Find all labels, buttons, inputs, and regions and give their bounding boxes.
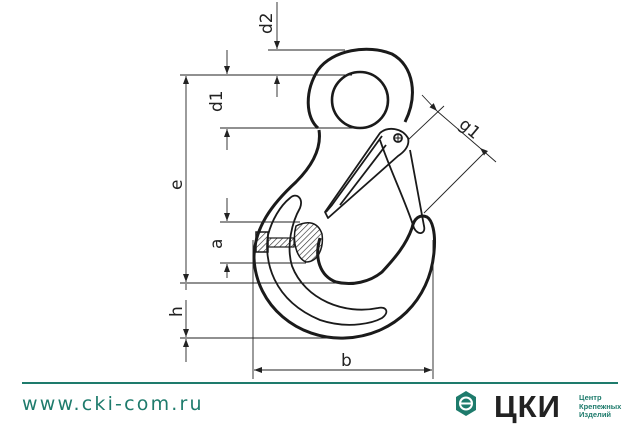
dimension-lines	[180, 2, 497, 379]
logo-subtitle-line: Изделий	[579, 410, 612, 419]
website-link[interactable]: www.cki-com.ru	[22, 393, 204, 415]
footer-divider	[22, 382, 618, 384]
logo-text: ЦКИ	[494, 389, 561, 424]
eye-hole	[330, 70, 390, 130]
label-a: a	[207, 239, 227, 249]
label-b: b	[341, 351, 352, 371]
label-d1: d1	[207, 90, 227, 112]
safety-latch	[324, 127, 426, 234]
label-h: h	[167, 306, 187, 317]
label-g1: g1	[455, 115, 484, 144]
logo-hex-icon	[456, 391, 476, 416]
label-e: e	[167, 180, 187, 190]
logo-subtitle-line: Крепежных	[579, 401, 622, 411]
hook-groove	[266, 194, 388, 326]
logo-subtitle-line: Центр	[579, 393, 602, 402]
dimension-labels: d2 d1 e a h b g1	[167, 12, 484, 371]
section-small	[255, 231, 269, 253]
hook-body	[252, 47, 436, 340]
section-main	[293, 221, 324, 263]
label-d2: d2	[257, 12, 277, 34]
logo-subtitle: Центр Крепежных Изделий	[579, 393, 622, 420]
section-web	[267, 237, 295, 248]
